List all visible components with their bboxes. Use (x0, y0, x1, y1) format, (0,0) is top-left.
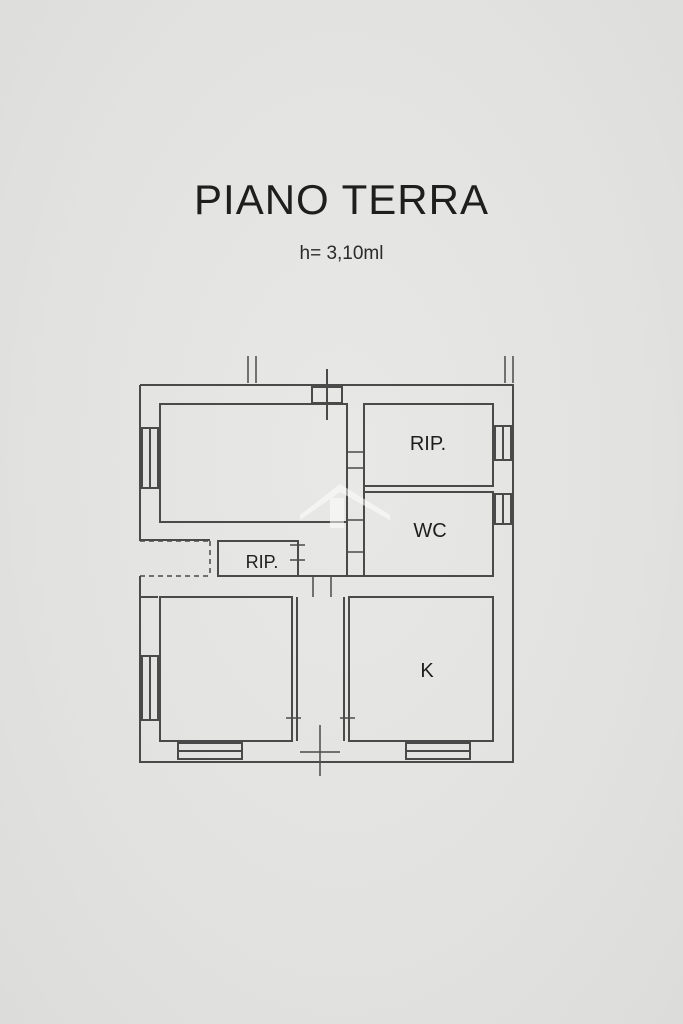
page-title: PIANO TERRA (194, 176, 489, 223)
room-bottom-left (159, 596, 293, 742)
room-rip-top (363, 403, 494, 487)
room-kitchen (348, 596, 494, 742)
room-rip-small (217, 540, 299, 577)
outer-wall (139, 384, 514, 763)
watermark-logo (300, 484, 390, 528)
room-label-kitchen: K (420, 660, 434, 682)
room-label-wc: WC (413, 520, 446, 542)
room-top-left (159, 403, 348, 523)
room-label-rip-top: RIP. (410, 433, 446, 455)
ceiling-height-label: h= 3,10ml (299, 243, 384, 264)
room-label-rip-small: RIP. (246, 552, 279, 572)
